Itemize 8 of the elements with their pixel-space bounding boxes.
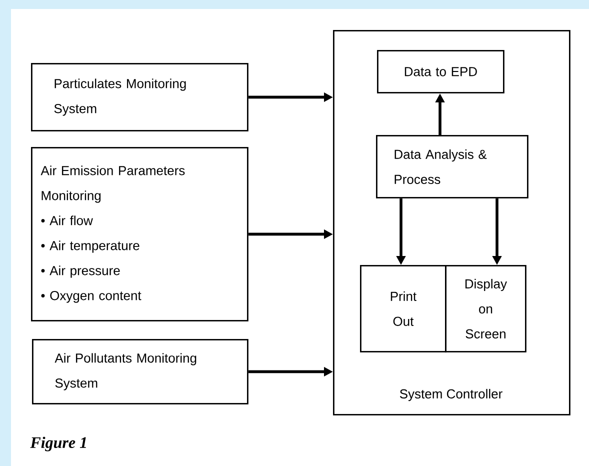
process-box: Data to EPD xyxy=(377,50,504,94)
output-box: Display on Screen xyxy=(445,265,526,352)
process-box: Data Analysis & Process xyxy=(376,135,528,198)
output-box: Print Out xyxy=(360,265,446,352)
source-box: Air Pollutants Monitoring System xyxy=(32,339,248,404)
figure-caption: Figure 1 xyxy=(30,436,86,452)
source-box: Particulates Monitoring System xyxy=(31,63,248,132)
source-box: Air Emission Parameters Monitoring • Air flow • Air temperature • Air pressure • Oxygen content xyxy=(31,147,248,322)
